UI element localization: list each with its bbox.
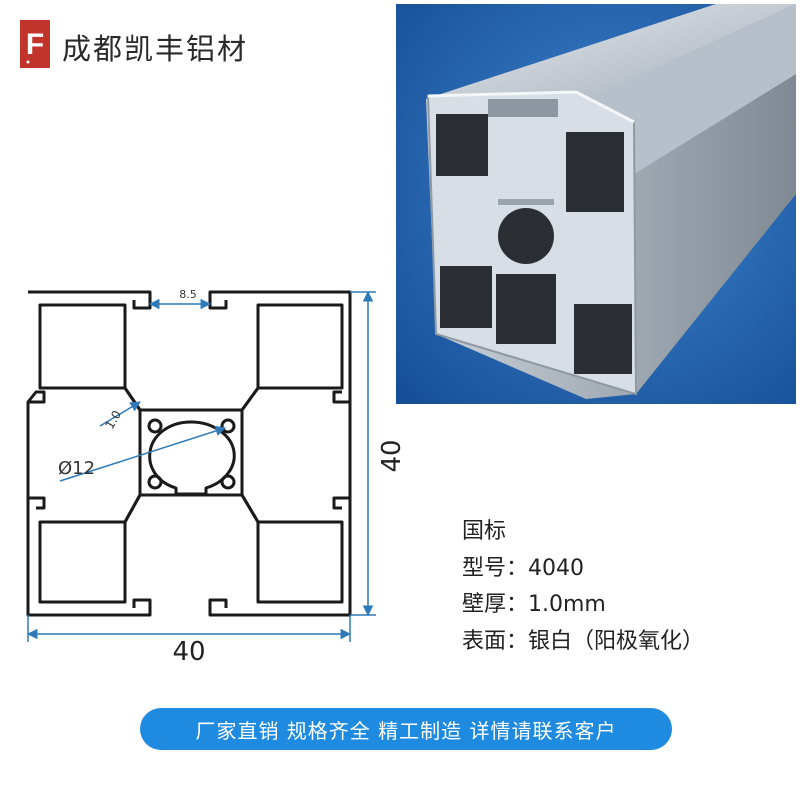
dimension-height: 40 xyxy=(377,439,407,472)
spec-wall-value: 1.0mm xyxy=(528,592,606,617)
profile-cross-section-drawing: 40 40 8.5 Ø12 1.0 xyxy=(26,288,407,667)
central-core xyxy=(123,387,260,523)
product-photo xyxy=(396,4,796,404)
spec-model: 型号：4040 xyxy=(462,551,704,588)
brand-logo-letter: F xyxy=(26,28,44,61)
spec-wall-label: 壁厚： xyxy=(462,592,529,617)
dimension-lines xyxy=(26,290,376,642)
spec-standard: 国标 xyxy=(462,519,507,544)
brand-logo-icon: F xyxy=(20,20,50,68)
spec-surface: 表面：银白（阳极氧化） xyxy=(462,624,704,661)
brand-name: 成都凯丰铝材 xyxy=(62,32,249,66)
spec-wall: 壁厚：1.0mm xyxy=(462,587,704,624)
promo-banner: 厂家直销 规格齐全 精工制造 详情请联系客户 xyxy=(140,708,672,750)
spec-surface-value: 银白（阳极氧化） xyxy=(528,628,705,654)
profile-outline xyxy=(26,290,352,617)
dimension-width: 40 xyxy=(172,637,205,667)
spec-list: 国标 型号：4040 壁厚：1.0mm 表面：银白（阳极氧化） xyxy=(462,514,704,660)
spec-surface-label: 表面： xyxy=(462,628,529,654)
dimension-wall-thickness: 1.0 xyxy=(102,408,124,432)
hollow-chambers xyxy=(38,303,344,604)
spec-model-value: 4040 xyxy=(528,555,585,581)
spec-model-label: 型号： xyxy=(462,555,529,581)
dimension-hole-diameter: Ø12 xyxy=(58,458,95,479)
dimension-slot-width: 8.5 xyxy=(179,288,197,301)
